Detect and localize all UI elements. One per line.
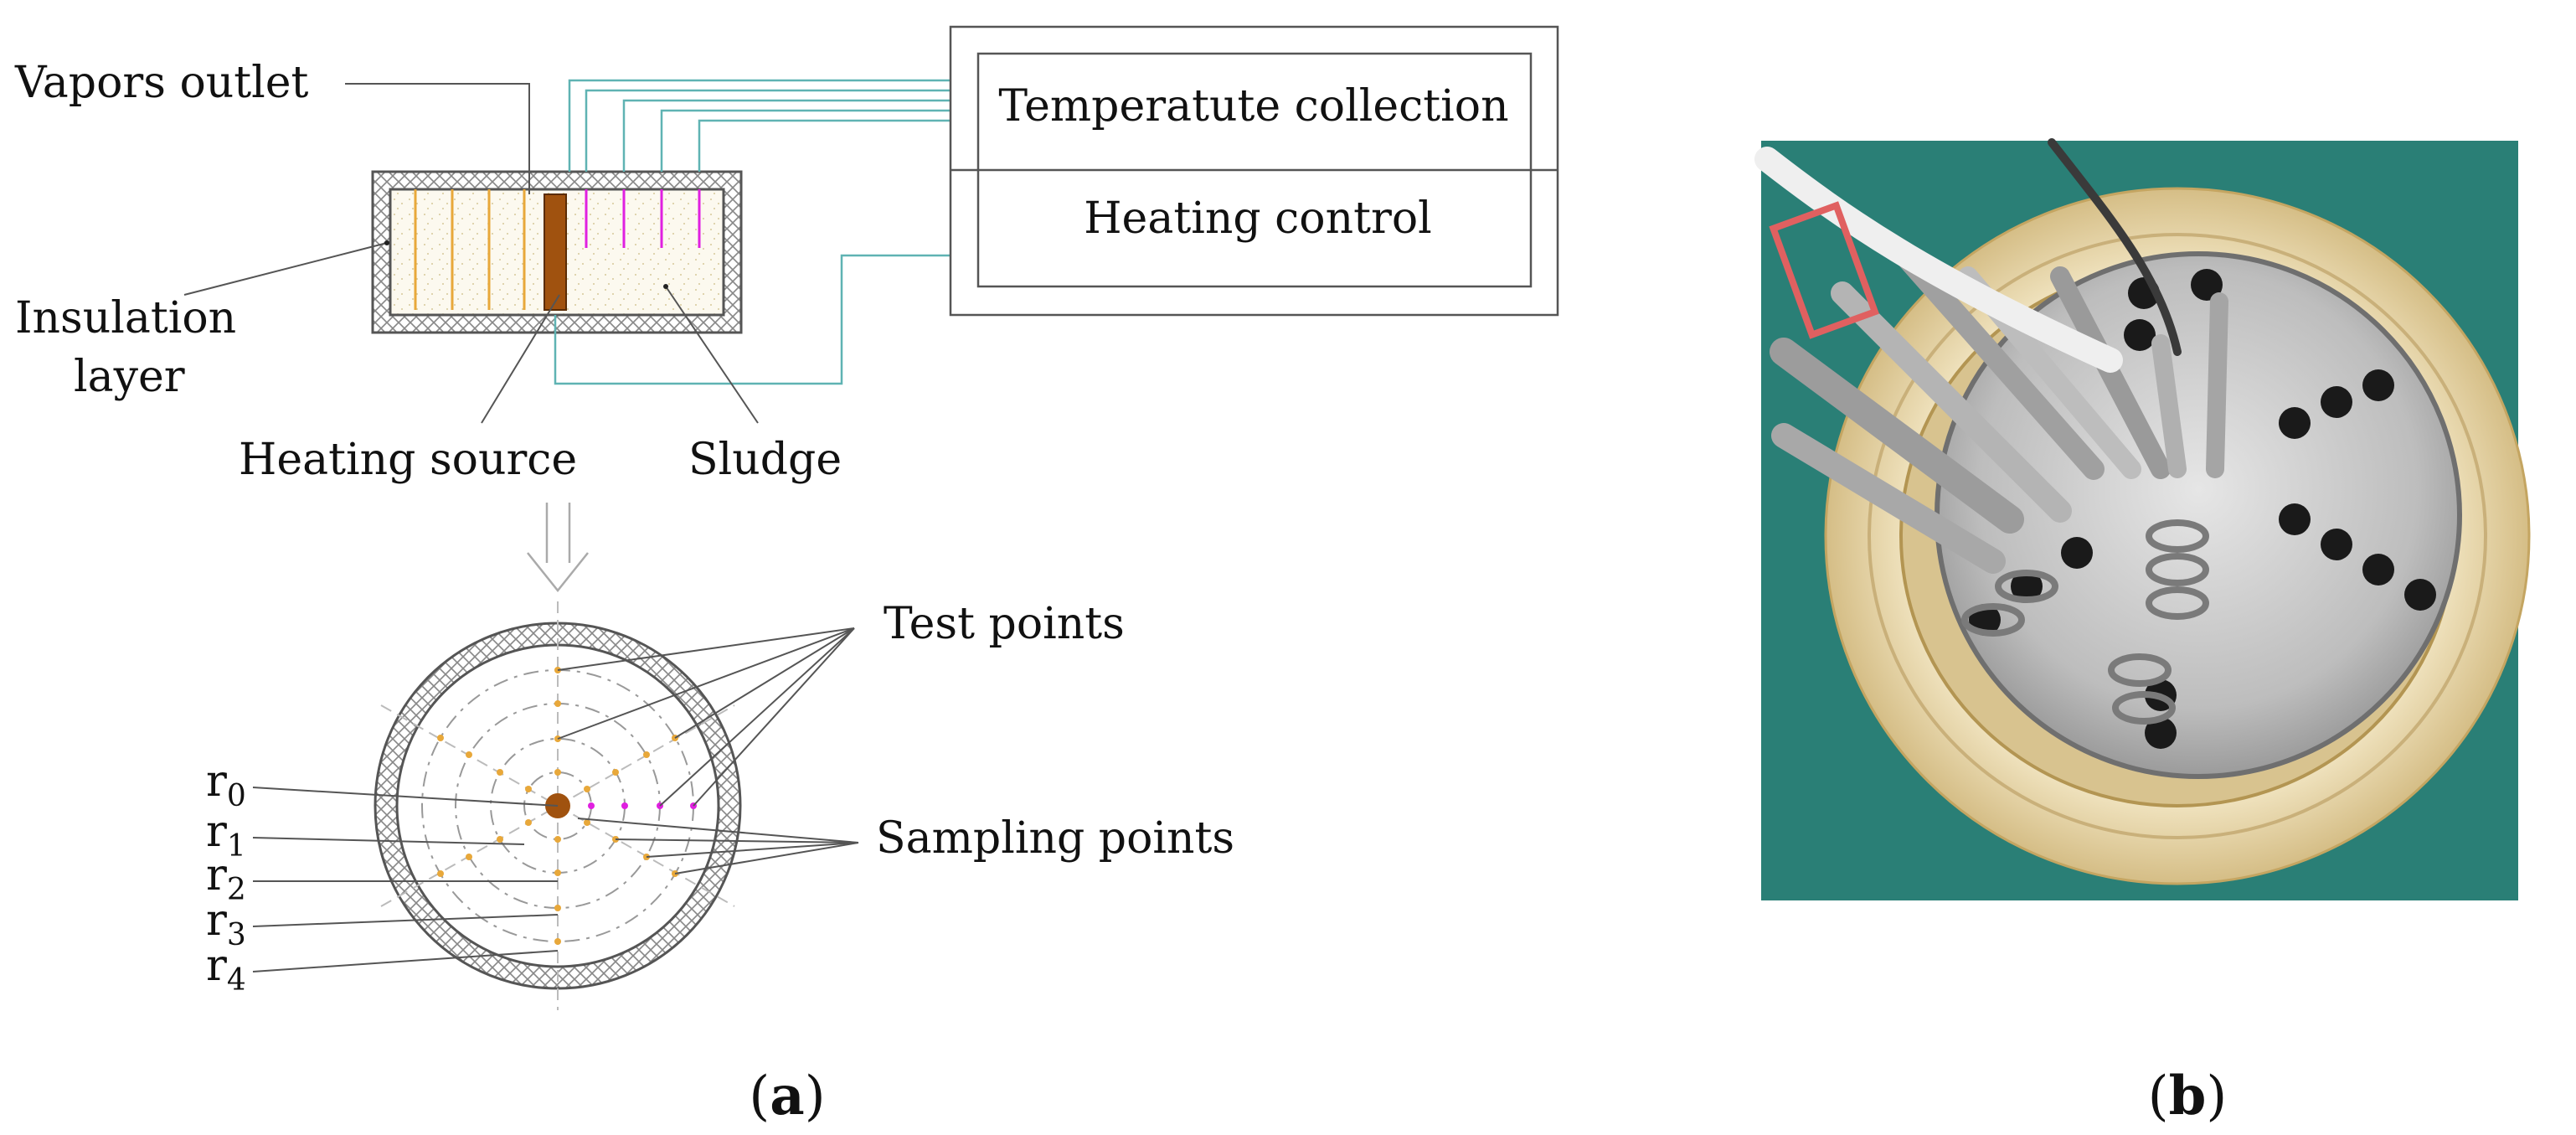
heating-control-label: Heating control (1084, 193, 1432, 244)
heater-rod (544, 193, 567, 311)
temperature-collection-label: Temperatute collection (998, 81, 1508, 132)
reactor-photo-icon (1754, 138, 2531, 900)
caption-b: (b) (2148, 1065, 2228, 1127)
radius-label-r1: r1 (206, 807, 246, 864)
upper-leader-lines (183, 83, 759, 424)
sampling-points-label: Sampling points (876, 813, 1234, 864)
radius-label-r3: r3 (206, 895, 246, 952)
sludge-label: Sludge (688, 435, 842, 485)
radius-labels: r0 r1 r2 r3 r4 (206, 756, 246, 998)
signal-wires (554, 79, 951, 385)
caption-a: (a) (749, 1065, 825, 1127)
radius-label-r0: r0 (206, 756, 246, 813)
vapors-outlet-label: Vapors outlet (14, 58, 309, 108)
insulation-label-line1: Insulation (15, 293, 236, 343)
double-outline-arrow-icon (527, 503, 589, 593)
test-points-label: Test points (884, 599, 1125, 649)
heating-source-label: Heating source (239, 435, 577, 485)
radius-label-r2: r2 (206, 850, 246, 907)
lower-leader-lines (252, 627, 859, 972)
insulation-label-line2: layer (74, 352, 185, 402)
controller-box (949, 25, 1559, 317)
radius-label-r4: r4 (206, 941, 246, 998)
reactor-cross-section (371, 170, 743, 334)
